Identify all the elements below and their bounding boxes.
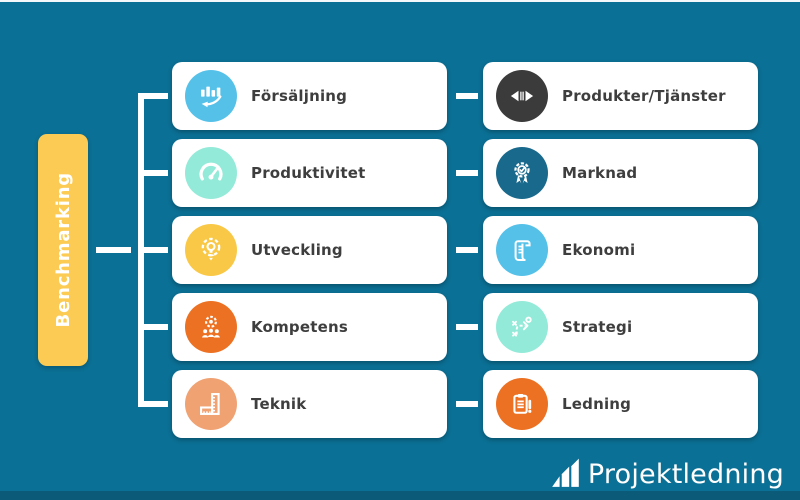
connector-tick-row3 <box>138 247 168 253</box>
card-utveckling: Utveckling <box>172 216 447 284</box>
connector-tick-row4 <box>138 324 168 330</box>
top-edge-line <box>0 0 800 2</box>
connector-dash-row3 <box>456 247 478 253</box>
connector-tick-row5 <box>138 401 168 407</box>
card-strategi: Strategi <box>483 293 758 361</box>
connector-dash-row1 <box>456 93 478 99</box>
card-label: Utveckling <box>251 241 343 259</box>
connector-dash-row2 <box>456 170 478 176</box>
card-label: Ekonomi <box>562 241 636 259</box>
card-teknik: Teknik <box>172 370 447 438</box>
card-label: Produktivitet <box>251 164 366 182</box>
bottom-edge-strip <box>0 491 800 500</box>
connector-dash-row5 <box>456 401 478 407</box>
gauge-icon <box>185 147 237 199</box>
card-ledning: Ledning <box>483 370 758 438</box>
card-label: Ledning <box>562 395 632 413</box>
width-arrows-icon <box>496 70 548 122</box>
ruler-square-icon <box>185 378 237 430</box>
card-marknad: Marknad <box>483 139 758 207</box>
root-benchmarking-label: Benchmarking <box>52 172 74 328</box>
team-gear-icon <box>185 301 237 353</box>
strategy-plan-icon <box>496 301 548 353</box>
connector-root-stub <box>96 247 131 253</box>
card-label: Teknik <box>251 395 307 413</box>
card-label: Strategi <box>562 318 633 336</box>
lightbulb-gear-icon <box>185 224 237 276</box>
logo-text: Projektledning <box>587 459 784 490</box>
award-ribbon-icon <box>496 147 548 199</box>
scroll-document-icon <box>496 224 548 276</box>
connector-tick-row1 <box>138 93 168 99</box>
card-produkter-tjanster: Produkter/Tjänster <box>483 62 758 130</box>
ascending-bars-icon <box>552 458 579 487</box>
connector-dash-row4 <box>456 324 478 330</box>
card-kompetens: Kompetens <box>172 293 447 361</box>
card-label: Försäljning <box>251 87 348 105</box>
clipboard-alert-icon <box>496 378 548 430</box>
connector-tick-row2 <box>138 170 168 176</box>
root-benchmarking-box: Benchmarking <box>38 134 88 366</box>
card-label: Kompetens <box>251 318 348 336</box>
card-ekonomi: Ekonomi <box>483 216 758 284</box>
card-label: Produkter/Tjänster <box>562 87 726 105</box>
declining-bar-chart-icon <box>185 70 237 122</box>
projektledning-logo: Projektledning <box>550 458 784 488</box>
card-label: Marknad <box>562 164 638 182</box>
card-produktivitet: Produktivitet <box>172 139 447 207</box>
card-forsaljning: Försäljning <box>172 62 447 130</box>
